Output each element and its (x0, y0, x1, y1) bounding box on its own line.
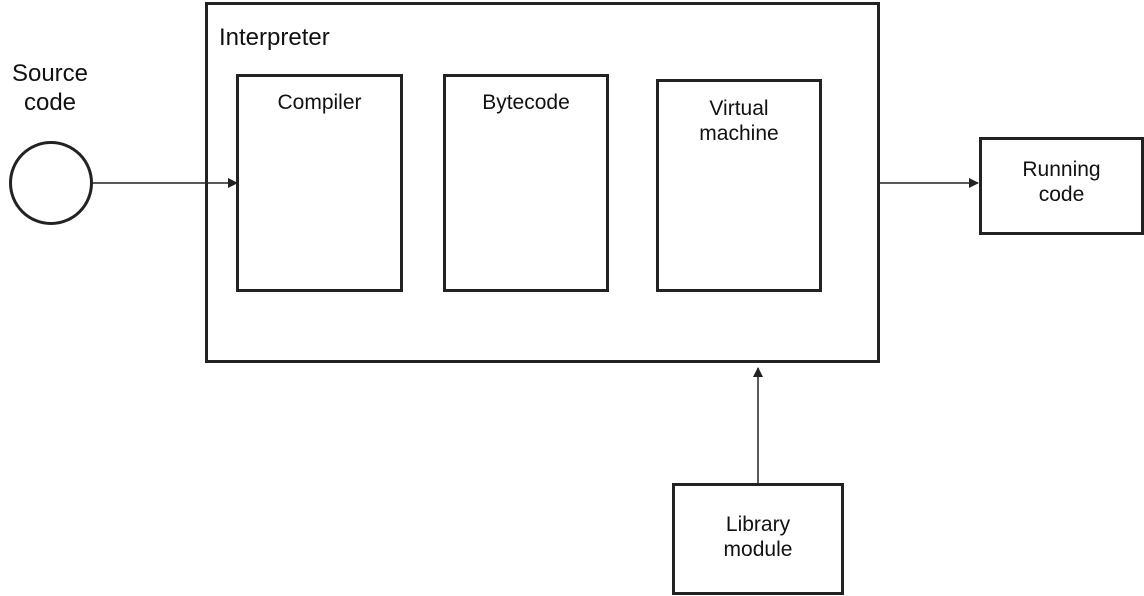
library-module-box (672, 483, 844, 595)
bytecode-box (443, 74, 609, 292)
bytecode-label: Bytecode (482, 91, 570, 114)
compiler-label: Compiler (277, 91, 362, 114)
library-module-label: Library module (723, 513, 793, 562)
virtual-machine-label: Virtual machine (699, 97, 779, 146)
running-code-label: Running code (1022, 158, 1101, 207)
virtual-machine-box (656, 79, 822, 292)
source-code-label: Source code (11, 60, 89, 116)
interpreter-title: Interpreter (219, 24, 330, 51)
running-code-box (979, 137, 1144, 235)
source-code-node (9, 141, 93, 225)
